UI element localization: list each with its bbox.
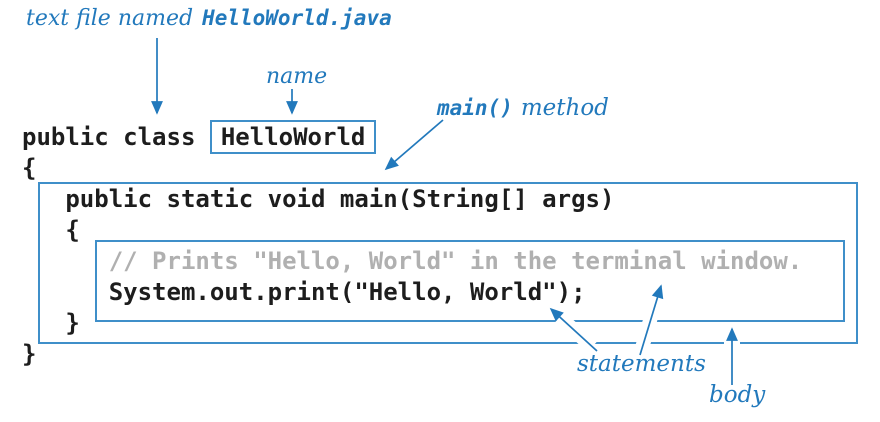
name-label: name bbox=[266, 64, 328, 89]
code-line-comment: // Prints "Hello, World" in the terminal… bbox=[22, 247, 803, 275]
statements-box bbox=[95, 240, 845, 322]
file-label-filename: HelloWorld.java bbox=[202, 6, 392, 30]
code-line-print-statement: System.out.print("Hello, World"); bbox=[22, 278, 586, 306]
code-block: public class HelloWorld { public static … bbox=[22, 120, 803, 370]
code-line-class-decl: public class bbox=[22, 123, 210, 151]
main-method-label: main() method bbox=[437, 95, 609, 121]
main-method-box bbox=[38, 182, 858, 344]
main-method-label-text: method bbox=[520, 95, 609, 121]
code-line-close-brace: } bbox=[22, 340, 37, 368]
file-label-text: text file named bbox=[26, 6, 194, 31]
class-name-box: HelloWorld bbox=[209, 120, 377, 154]
code-line-main-close-brace: } bbox=[22, 309, 80, 337]
code-line-open-brace: { bbox=[22, 154, 37, 182]
code-line-main-signature: public static void main(String[] args) bbox=[22, 185, 615, 213]
body-label: body bbox=[709, 382, 766, 408]
main-method-label-mono: main() bbox=[437, 96, 513, 120]
file-label: text file named HelloWorld.java bbox=[26, 6, 392, 31]
code-line-main-open-brace: { bbox=[22, 216, 80, 244]
statements-label: statements bbox=[577, 351, 706, 377]
